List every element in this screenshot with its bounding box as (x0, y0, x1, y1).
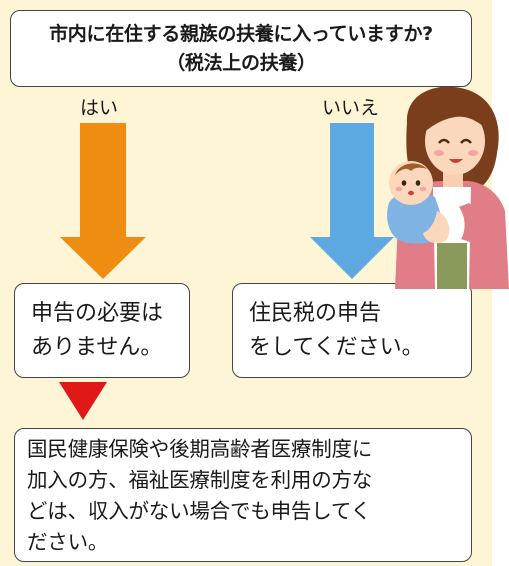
result-no-filing-box: 申告の必要は ありません。 (14, 283, 190, 378)
result-no-filing-line2: ありません。 (31, 334, 163, 360)
no-arrow (310, 123, 394, 279)
yes-label: はい (80, 97, 119, 119)
red-down-triangle-icon (59, 382, 107, 420)
note-line-1: 国民健康保険や後期高齢者医療制度に (27, 437, 373, 461)
result-no-filing-line1: 申告の必要は (31, 300, 164, 326)
mother-holding-baby-icon (387, 86, 509, 289)
result-file-return-line2: をしてください。 (249, 334, 424, 360)
no-label: いいえ (322, 97, 380, 119)
note-line-3: どは、収入がない場合でも申告してく (27, 499, 371, 523)
result-file-return-box: 住民税の申告 をしてください。 (232, 283, 472, 378)
question-text: 市内に在住する親族の扶養に入っていますか? (49, 22, 433, 45)
question-subtext: （税法上の扶養） (166, 51, 316, 74)
result-file-return-line1: 住民税の申告 (249, 300, 382, 326)
note-box: 国民健康保険や後期高齢者医療制度に 加入の方、福祉医療制度を利用の方な どは、収… (14, 428, 472, 562)
yes-arrow (60, 123, 146, 279)
question-box: 市内に在住する親族の扶養に入っていますか? （税法上の扶養） (10, 10, 472, 87)
note-line-2: 加入の方、福祉医療制度を利用の方な (27, 468, 373, 492)
note-line-4: ださい。 (27, 530, 109, 554)
